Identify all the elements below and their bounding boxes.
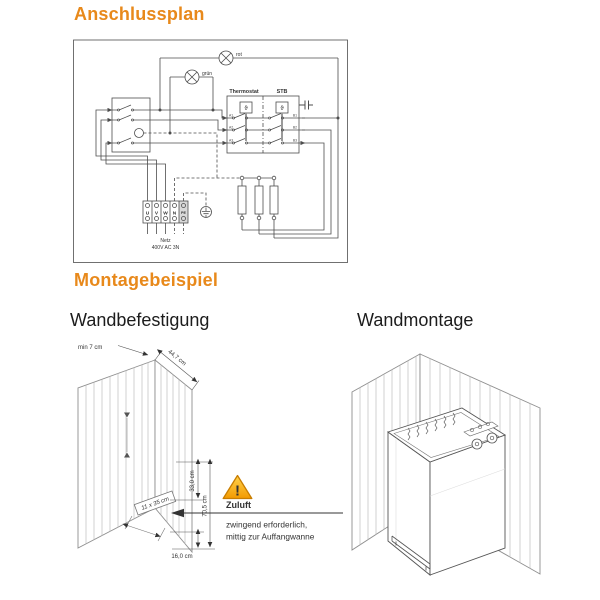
control-knob-icon-2 bbox=[486, 432, 498, 444]
wiring-diagram: rot grün Thermostat STB ϑ ϑ A1 A2 A3 B1 … bbox=[73, 39, 348, 263]
label-a2: A2 bbox=[229, 125, 233, 129]
stb-reset-icon bbox=[299, 100, 313, 110]
centerline-ticks bbox=[124, 412, 130, 458]
label-a1: A1 bbox=[229, 113, 233, 117]
heater-elements-top bbox=[407, 412, 456, 441]
dim-447-label: 44,7 cm bbox=[166, 349, 186, 367]
terminal-pe: PE bbox=[181, 211, 186, 215]
dashed-wires bbox=[143, 132, 241, 234]
lamp-green-icon bbox=[169, 69, 214, 133]
terminal-w: W bbox=[163, 210, 168, 216]
zuluft-note-line2: mittig zur Auffangwanne bbox=[226, 532, 315, 542]
zuluft-note-line1: zwingend erforderlich, bbox=[226, 520, 307, 530]
label-b3: B3 bbox=[293, 138, 297, 142]
subtitle-wandmontage: Wandmontage bbox=[357, 310, 474, 330]
section-title-anschlussplan: Anschlussplan bbox=[74, 4, 205, 24]
control-knob-icon-1 bbox=[471, 438, 483, 450]
earth-ground-icon bbox=[200, 206, 212, 218]
contactor-box bbox=[111, 97, 151, 153]
contactor-coil-icon bbox=[134, 128, 144, 138]
warning-triangle-icon: ! bbox=[222, 474, 253, 500]
sensor-symbol-1: ϑ bbox=[244, 106, 248, 112]
wall-slats bbox=[85, 362, 186, 544]
terminal-u: U bbox=[146, 210, 150, 216]
heating-elements bbox=[237, 175, 279, 238]
zuluft-label: Zuluft bbox=[226, 500, 251, 510]
dim-160-label: 16,0 cm bbox=[171, 554, 192, 560]
dimension-lines bbox=[117, 345, 215, 550]
schematic-frame bbox=[73, 39, 348, 263]
wall-mounting-diagram bbox=[351, 353, 541, 576]
label-a3: A3 bbox=[229, 138, 233, 142]
warning-exclamation: ! bbox=[235, 483, 240, 500]
label-b2: B2 bbox=[293, 125, 297, 129]
terminal-v: V bbox=[155, 210, 159, 216]
subtitle-wandbefestigung: Wandbefestigung bbox=[70, 310, 210, 330]
heater-control-panel bbox=[463, 421, 499, 450]
heater-base-rail bbox=[391, 535, 431, 571]
corner-walls bbox=[77, 359, 193, 554]
label-netz: Netz bbox=[160, 238, 171, 244]
label-thermostat: Thermostat bbox=[229, 89, 259, 95]
thermostat-stb-box bbox=[226, 95, 313, 154]
dim-705-label: 70,5 cm bbox=[203, 495, 209, 516]
sensor-symbol-2: ϑ bbox=[280, 106, 284, 112]
power-terminal-block bbox=[142, 200, 189, 234]
dim-min7-label: min 7 cm bbox=[78, 345, 102, 351]
terminal-n: N bbox=[173, 210, 177, 216]
wall-fixing-diagram: 11 x 35 cm min 7 cm 44,7 cm 33,0 cm bbox=[77, 345, 343, 560]
zuluft-arrow-icon bbox=[171, 508, 343, 518]
label-stb: STB bbox=[277, 89, 288, 95]
opening-dim-lines bbox=[122, 515, 166, 542]
label-netz-voltage: 400V AC 3N bbox=[152, 245, 180, 251]
sauna-heater bbox=[387, 407, 507, 576]
dim-330-label: 33,0 cm bbox=[190, 470, 196, 491]
label-gruen: grün bbox=[202, 71, 212, 77]
schematic-lines bbox=[73, 39, 348, 263]
label-b1: B1 bbox=[293, 113, 297, 117]
lamp-red-icon bbox=[159, 50, 339, 118]
section-title-montagebeispiel: Montagebeispiel bbox=[74, 270, 219, 290]
label-rot: rot bbox=[236, 52, 242, 58]
